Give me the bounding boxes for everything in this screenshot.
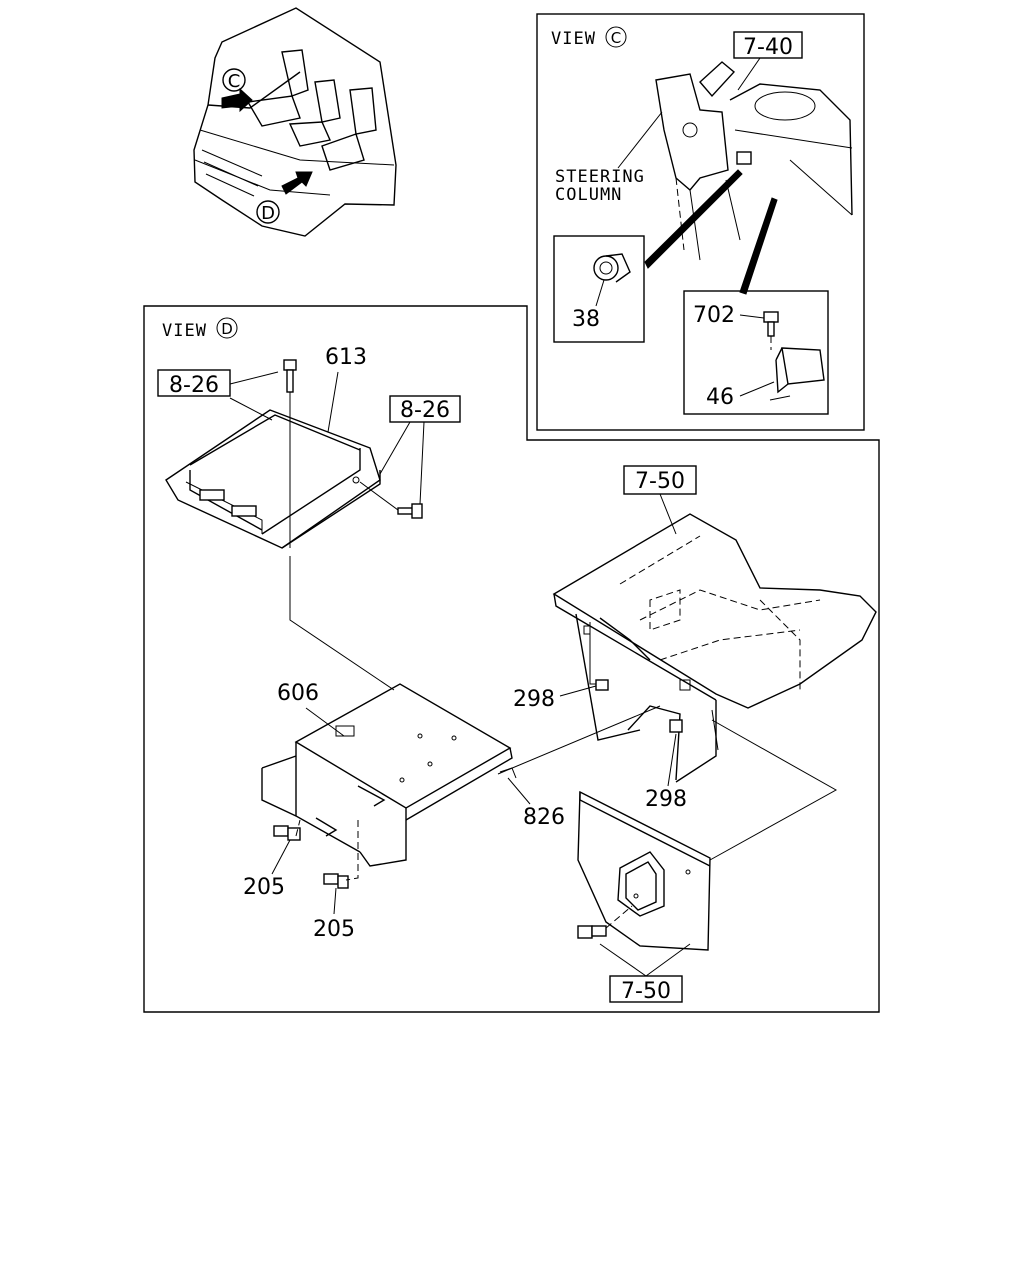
view-d-panel: VIEW D 613 8-26 8-26: [143, 305, 880, 1013]
part-205-bolt-a-icon: [273, 825, 301, 841]
ref-7-40: 7-40: [743, 35, 793, 60]
overview-marker-c: C: [228, 71, 241, 92]
view-d-letter: D: [221, 320, 233, 338]
floor-panel: [552, 513, 877, 783]
part-46-relay-icon: [769, 347, 825, 401]
cover-bolt-icon: [577, 925, 607, 939]
cab-overview: C D: [193, 7, 397, 237]
part-606-label: 606: [277, 681, 319, 706]
view-d-prefix: VIEW: [162, 321, 207, 341]
view-c-letter: C: [611, 29, 621, 47]
bolt-8-26-b-icon: [397, 503, 423, 519]
part-606-bracket: [261, 683, 513, 867]
part-38-label: 38: [572, 307, 600, 332]
part-298-a-label: 298: [513, 687, 555, 712]
part-702-label: 702: [693, 303, 735, 328]
part-205-bolt-b-icon: [323, 873, 349, 889]
view-c-arrow-icon: [221, 87, 253, 113]
ref-7-50-bottom: 7-50: [621, 979, 671, 1004]
cover-plate: [577, 790, 711, 951]
view-c-panel: VIEW C 7-40 STEERING COLUMN: [536, 13, 865, 431]
part-46-label: 46: [706, 385, 734, 410]
ref-8-26-b: 8-26: [400, 398, 450, 423]
part-613-label: 613: [325, 345, 367, 370]
part-298-nut-b-icon: [669, 719, 683, 733]
view-d-arrow-icon: [281, 171, 313, 195]
bolt-8-26-a-icon: [283, 359, 297, 393]
steering-column-label-line2: COLUMN: [555, 185, 622, 205]
part-613-control-unit: [165, 409, 381, 549]
part-826-label: 826: [523, 805, 565, 830]
part-298-nut-a-icon: [595, 679, 609, 691]
steering-column-label-line1: STEERING: [555, 167, 645, 187]
ref-7-50-top: 7-50: [635, 469, 685, 494]
part-205-a-label: 205: [243, 875, 285, 900]
part-702-bolt-icon: [763, 311, 779, 337]
part-38-connector-icon: [593, 253, 631, 283]
part-205-b-label: 205: [313, 917, 355, 942]
view-c-prefix: VIEW: [551, 29, 596, 49]
ref-8-26-a: 8-26: [169, 373, 219, 398]
overview-marker-d: D: [261, 203, 275, 224]
part-298-b-label: 298: [645, 787, 687, 812]
